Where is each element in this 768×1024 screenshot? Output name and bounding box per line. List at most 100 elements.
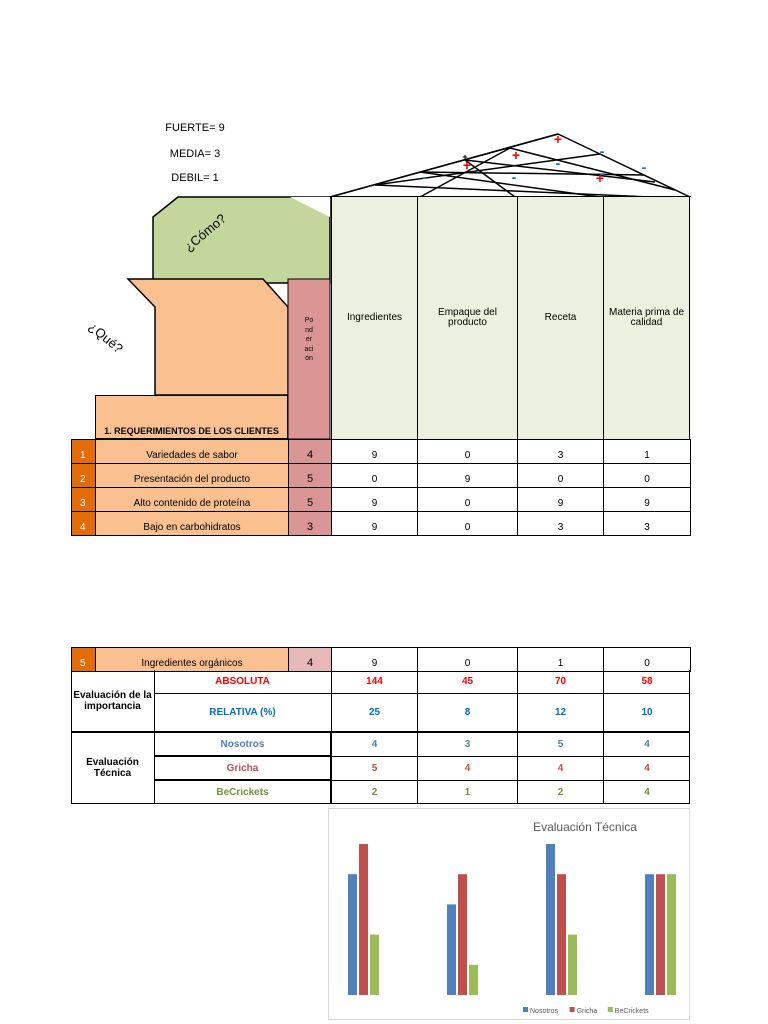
- divider: [154, 670, 155, 732]
- relation-value: 3: [518, 440, 604, 464]
- correlation-sign: +: [512, 147, 520, 163]
- chart-bar: [568, 934, 577, 995]
- competitor-value: 5: [331, 756, 417, 780]
- requirement-weight: 4: [289, 440, 332, 464]
- correlation-sign: +: [596, 170, 604, 186]
- absoluta-value: 58: [603, 670, 690, 693]
- relativa-value: 25: [331, 693, 417, 732]
- requirement-weight: 4: [289, 648, 332, 672]
- legend-swatch: [607, 1007, 613, 1012]
- que-region: [126, 278, 331, 440]
- requirement-name: Variedades de sabor: [96, 440, 289, 464]
- chart-bar: [359, 844, 368, 995]
- table-row: 5 Ingredientes orgánicos 4 9 0 1 0: [71, 647, 691, 672]
- legend-label: BeCrickets: [615, 1008, 649, 1015]
- correlation-sign: +: [554, 131, 562, 147]
- relation-value: 9: [332, 488, 418, 512]
- how-header-2: Receta: [517, 197, 603, 439]
- importance-block: [71, 670, 690, 732]
- relation-value: 0: [332, 464, 418, 488]
- relation-value: 9: [518, 488, 604, 512]
- absoluta-label: ABSOLUTA: [215, 676, 270, 687]
- chart-bar: [557, 874, 566, 995]
- row-number: 4: [72, 512, 96, 536]
- row-number: 1: [72, 440, 96, 464]
- competitor-value: 3: [417, 732, 517, 756]
- competitor-value: 4: [331, 732, 417, 756]
- chart-bar: [348, 874, 357, 995]
- row-number: 2: [72, 464, 96, 488]
- competitor-value: 4: [417, 756, 517, 780]
- relation-value: 9: [332, 648, 418, 672]
- competitor-value: 2: [331, 780, 417, 804]
- relation-value: 0: [518, 464, 604, 488]
- row-number: 5: [72, 648, 96, 672]
- chart-bar: [667, 874, 676, 995]
- competitor-value: 1: [417, 780, 517, 804]
- how-header-top-border: [331, 196, 691, 197]
- correlation-sign: -: [642, 159, 647, 175]
- correlation-sign: +: [462, 152, 467, 162]
- legend-label: Nosotros: [530, 1008, 559, 1015]
- how-header-3: Materia prima de calidad: [603, 197, 690, 439]
- requirement-weight: 5: [289, 488, 332, 512]
- chart-bar: [546, 844, 555, 995]
- divider: [154, 693, 690, 694]
- absoluta-value: 144: [331, 670, 417, 693]
- requirements-header: 1. REQUERIMIENTOS DE LOS CLIENTES: [95, 395, 288, 439]
- requirement-weight: 5: [289, 464, 332, 488]
- legend-swatch: [569, 1007, 575, 1012]
- relation-value: 9: [604, 488, 691, 512]
- requirement-weight: 3: [289, 512, 332, 536]
- legend-strong: FUERTE= 9: [165, 122, 225, 134]
- competitor-value: 4: [517, 756, 603, 780]
- relation-value: 0: [418, 488, 518, 512]
- correlation-sign: -: [423, 169, 428, 185]
- absoluta-value: 45: [417, 670, 517, 693]
- competitor-value: 2: [517, 780, 603, 804]
- como-region: [152, 196, 331, 284]
- how-header-1: Empaque del producto: [417, 197, 517, 439]
- relation-value: 0: [604, 464, 691, 488]
- correlation-roof: +-++----+-+: [330, 131, 691, 198]
- competitor-label: Nosotros: [154, 732, 331, 756]
- relation-value: 0: [418, 440, 518, 464]
- correlation-sign: -: [556, 155, 561, 171]
- competitor-value: 5: [517, 732, 603, 756]
- chart-bar: [469, 964, 478, 995]
- chart-bar: [656, 874, 665, 995]
- correlation-sign: -: [600, 165, 605, 181]
- absoluta-value: 70: [517, 670, 603, 693]
- requirement-name: Presentación del producto: [96, 464, 289, 488]
- relation-value: 3: [518, 512, 604, 536]
- legend-label: Gricha: [577, 1008, 598, 1015]
- requirement-name: Ingredientes orgánicos: [96, 648, 289, 672]
- competitor-value: 4: [603, 732, 690, 756]
- que-label: ¿Qué?: [85, 318, 126, 357]
- importance-label: Evaluación de la importancia: [73, 690, 152, 712]
- correlation-sign: +: [463, 157, 471, 173]
- chart-title: Evaluación Técnica: [533, 820, 637, 834]
- requirement-name: Bajo en carbohidratos: [96, 512, 289, 536]
- relativa-value: 8: [417, 693, 517, 732]
- relativa-value: 12: [517, 693, 603, 732]
- correlation-sign: -: [512, 169, 517, 185]
- legend-weak: DEBIL= 1: [171, 172, 219, 184]
- chart-bar: [645, 874, 654, 995]
- legend-medium: MEDIA= 3: [169, 148, 221, 160]
- relativa-label: RELATIVA (%): [209, 707, 276, 718]
- relation-value: 3: [604, 512, 691, 536]
- relation-value: 9: [332, 440, 418, 464]
- chart-bar: [447, 904, 456, 995]
- requirement-name: Alto contenido de proteína: [96, 488, 289, 512]
- legend-swatch: [523, 1007, 528, 1012]
- ponderacion-label: Ponderación: [304, 317, 314, 362]
- competitor-value: 4: [603, 756, 690, 780]
- row-number: 3: [72, 488, 96, 512]
